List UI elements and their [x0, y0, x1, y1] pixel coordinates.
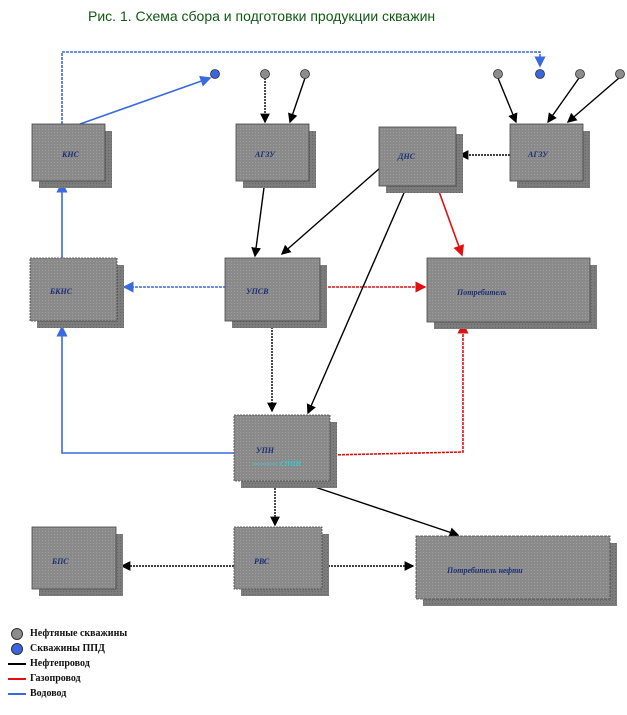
legend-label-ppd-wells: Скважины ППД — [30, 643, 105, 654]
legend-item-oil-wells: Нефтяные скважины — [8, 626, 127, 641]
legend-label-gas-pipeline: Газопровод — [30, 673, 81, 684]
water-line-kns-to-top — [61, 51, 546, 124]
box-label-upn: УПН — [256, 446, 275, 455]
box-kns: КНС — [31, 123, 112, 188]
oil-line-dns-to-upn — [306, 185, 408, 415]
legend-item-water-pipeline: Водовод — [8, 686, 127, 701]
box-label-oil-consumer: Потребитель нефти — [446, 566, 523, 575]
box-bps: БПС — [31, 526, 123, 596]
oil-well — [615, 69, 625, 79]
oil-pipelines — [120, 77, 620, 571]
box-label-dns: ДНС — [397, 152, 416, 161]
water-pipelines — [56, 51, 546, 454]
oil-line-well-to-agzu2-b — [547, 77, 580, 124]
box-agzu-2: АГЗУ — [509, 123, 590, 188]
box-oil-consumer: Потребитель нефти — [415, 535, 617, 606]
figure-title: Рис. 1. Схема сбора и подготовки продукц… — [88, 9, 436, 24]
box-bkns: БКНС — [29, 257, 124, 328]
legend: Нефтяные скважины Скважины ППД Нефтепров… — [8, 626, 127, 701]
gas-pipelines — [320, 185, 469, 456]
box-label-agzu-1: АГЗУ — [254, 150, 276, 159]
box-label-upsv: УПСВ — [246, 287, 269, 296]
oil-line-well-to-agzu2-c — [566, 77, 620, 123]
box-gas-consumer: Потребитель — [426, 257, 597, 329]
oil-line-well-to-agzu2-a — [497, 77, 518, 124]
legend-label-oil-pipeline: Нефтепровод — [30, 658, 90, 669]
oil-line-upn-to-oil-consumer — [299, 481, 460, 537]
box-upsv: УПСВ — [224, 257, 327, 328]
box-agzu-1: АГЗУ — [235, 123, 316, 188]
box-rvs: РВС — [233, 526, 329, 596]
legend-item-oil-pipeline: Нефтепровод — [8, 656, 127, 671]
box-label-rvs: РВС — [254, 557, 270, 566]
oil-line-dns-to-upsv — [280, 167, 381, 255]
box-label-agzu-2: АГЗУ — [527, 150, 549, 159]
legend-label-oil-wells: Нефтяные скважины — [30, 628, 128, 639]
box-label-bkns: БКНС — [49, 287, 73, 296]
ppd-well — [535, 69, 545, 79]
gas-line-upn-to-consumer — [329, 322, 469, 456]
box-label-gas-consumer: Потребитель — [456, 288, 507, 297]
ppd-well-icon — [11, 642, 23, 655]
oil-line-well-to-agzu1-b — [288, 77, 306, 124]
oil-well — [260, 69, 270, 79]
oil-well — [493, 69, 503, 79]
gas-line-icon — [8, 677, 26, 680]
water-line-icon — [8, 692, 26, 695]
ppd-well — [210, 69, 220, 79]
legend-item-ppd-wells: Скважины ППД — [8, 641, 127, 656]
legend-label-water-pipeline: Водовод — [30, 688, 67, 699]
box-sublabel-upn: СППН — [280, 460, 302, 468]
legend-item-gas-pipeline: Газопровод — [8, 671, 127, 686]
wells — [210, 69, 625, 79]
oil-well — [575, 69, 585, 79]
oil-line-agzu1-to-upsv — [251, 179, 266, 258]
oil-line-icon — [8, 662, 26, 665]
oil-well-icon — [11, 627, 23, 640]
water-line-upn-to-bkns — [56, 325, 236, 454]
gas-line-dns-to-consumer — [436, 185, 464, 257]
box-label-kns: КНС — [61, 150, 80, 159]
box-upn: УПН СППН — [233, 414, 337, 488]
box-dns: ДНС — [378, 126, 463, 193]
oil-well — [300, 69, 310, 79]
box-label-bps: БПС — [51, 557, 69, 566]
water-line-kns-to-ppd-well — [79, 75, 212, 125]
